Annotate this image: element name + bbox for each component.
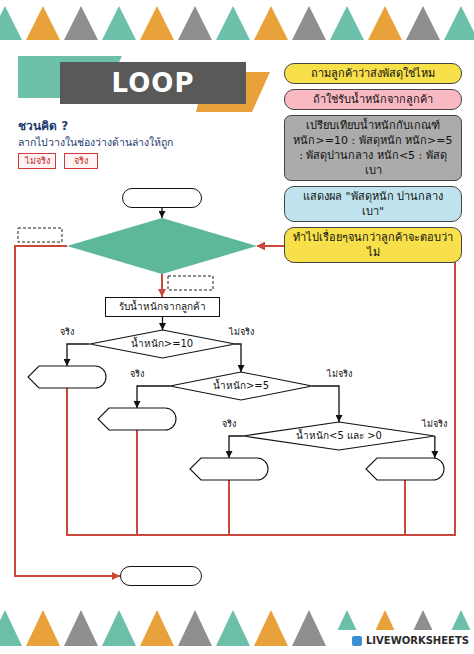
display-box [98, 408, 176, 430]
branch-label: จริง [59, 327, 75, 338]
flow-connector [161, 208, 162, 218]
title: LOOP [60, 62, 246, 104]
triangle [140, 6, 174, 40]
triangle [64, 610, 98, 646]
answer-slot [168, 276, 213, 290]
node-text: รับน้ำหนักจากลูกค้า [119, 301, 206, 313]
node-text: น้ำหนัก>=5 [213, 380, 269, 392]
branch-label: ไม่จริง [421, 419, 448, 430]
flow-connector [312, 386, 339, 422]
flow-connector [67, 246, 455, 535]
branch-label: จริง [221, 419, 237, 430]
answer-card: เปรียบเทียบน้ำหนักกับเกณฑ์ หนัก>=10 : พั… [284, 115, 462, 181]
diamond-outline [67, 218, 257, 274]
node-text: เปรียบเทียบน้ำหนักกับเกณฑ์ หนัก>=10 : พั… [293, 118, 453, 178]
flow-connector [137, 386, 170, 408]
node-text: ถามลูกค้าว่าส่งพัสดุใช่ไหม [311, 66, 435, 81]
node-text: น้ำหนัก>=10 [131, 338, 193, 350]
flow-connector [161, 274, 163, 297]
node-text: ถ้าใช่รับน้ำหนักจากลูกค้า [313, 92, 433, 107]
triangle [0, 6, 22, 40]
triangle [330, 6, 364, 40]
triangle [254, 610, 288, 646]
triangle [0, 610, 22, 646]
display-outline [98, 408, 176, 430]
watermark: LIVEWORKSHEETS [366, 635, 469, 646]
watermark-ground [330, 630, 474, 654]
flow-connector [434, 436, 435, 458]
triangle [26, 6, 60, 40]
answer-chip: ไม่จริง [18, 153, 56, 169]
triangle [102, 6, 136, 40]
flow-connector [162, 317, 163, 330]
node-text: ไม่จริง [25, 155, 50, 167]
triangle [178, 6, 212, 40]
triangle [216, 610, 250, 646]
branch-label: ไม่จริง [228, 327, 255, 338]
answer-slot [18, 228, 62, 242]
instruction: ลากไปวางในช่องว่างด้านล่างให้ถูก [18, 134, 173, 151]
answer-card: ถามลูกค้าว่าส่งพัสดุใช่ไหม [284, 63, 462, 84]
prompt-heading: ชวนคิด ? [18, 116, 68, 135]
triangle [102, 610, 136, 646]
node-text: น้ำหนัก<5 และ >0 [296, 430, 382, 442]
node-text: ทำไปเรื่อยๆจนกว่าลูกค้าจะตอบว่าไม่ [293, 230, 453, 260]
decision-diamond [67, 218, 257, 274]
display-box [190, 458, 268, 480]
flow-connector [229, 436, 243, 458]
triangle [178, 610, 212, 646]
terminal-box [120, 566, 202, 586]
display-outline [190, 458, 268, 480]
branch-label: ไม่จริง [326, 369, 353, 380]
decision-diamond: น้ำหนัก>=5 [170, 372, 312, 400]
flow-connector [67, 344, 90, 366]
branch-label: จริง [129, 369, 145, 380]
triangle [216, 6, 250, 40]
display-box [28, 366, 106, 388]
display-outline [366, 458, 444, 480]
triangle [406, 6, 440, 40]
triangle [368, 6, 402, 40]
process-box: รับน้ำหนักจากลูกค้า [105, 297, 220, 317]
triangle [140, 610, 174, 646]
triangle [292, 610, 326, 646]
decision-diamond: น้ำหนัก>=10 [90, 330, 235, 358]
flow-connector [234, 344, 241, 372]
triangle [292, 6, 326, 40]
decision-diamond: น้ำหนัก<5 และ >0 [243, 422, 435, 450]
display-outline [28, 366, 106, 388]
triangle-band [0, 610, 474, 646]
triangle [64, 6, 98, 40]
answer-card: ถ้าใช่รับน้ำหนักจากลูกค้า [284, 89, 462, 110]
watermark-icon [352, 636, 362, 646]
answer-chip: จริง [64, 153, 98, 169]
terminal-box [122, 188, 202, 208]
node-text: แสดงผล "พัสดุหนัก ปานกลาง เบา" [293, 189, 453, 219]
title-banner [60, 62, 246, 104]
answer-card: ทำไปเรื่อยๆจนกว่าลูกค้าจะตอบว่าไม่ [284, 227, 462, 263]
triangle [444, 6, 474, 40]
triangle [26, 610, 60, 646]
display-box [366, 458, 444, 480]
node-text: จริง [74, 155, 88, 167]
flow-connector [15, 246, 120, 576]
flow-connector [137, 246, 455, 535]
triangle [254, 6, 288, 40]
answer-card: แสดงผล "พัสดุหนัก ปานกลาง เบา" [284, 186, 462, 222]
triangle-band [0, 6, 474, 40]
